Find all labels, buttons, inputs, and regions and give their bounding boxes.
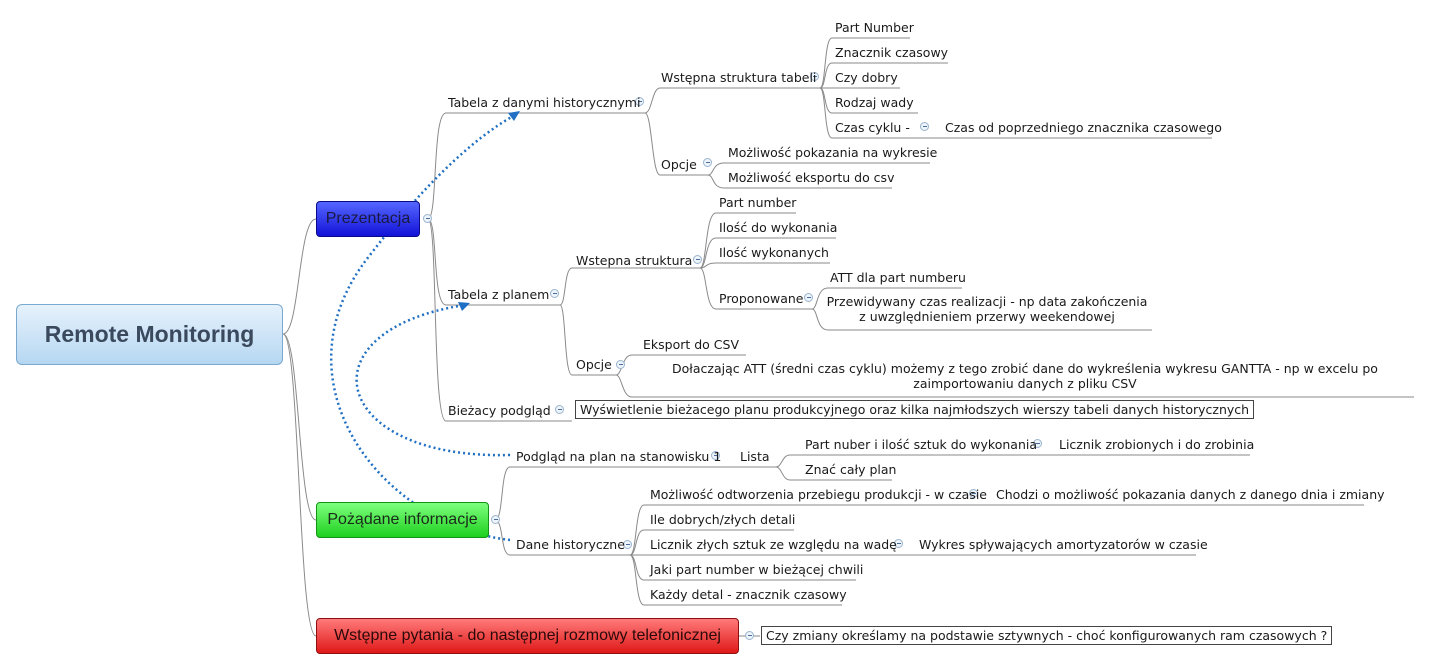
collapse-toggle-icon[interactable] [810, 72, 819, 81]
topic-item[interactable]: Rodzaj wady [835, 95, 914, 110]
branch-label: Wstępne pytania - do następnej rozmowy t… [334, 627, 721, 644]
topic-item[interactable]: Czy dobry [835, 70, 898, 85]
topic-item[interactable]: Ilość do wykonania [719, 220, 838, 235]
collapse-toggle-icon[interactable] [635, 97, 644, 106]
topic-item[interactable]: Ilość wykonanych [719, 245, 829, 260]
topic-item[interactable]: Możliwość eksportu do csv [728, 170, 895, 185]
branch-label: Prezentacja [325, 210, 411, 227]
branch-prezentacja[interactable]: Prezentacja [316, 201, 420, 237]
topic-item[interactable]: Dołaczając ATT (średni czas cyklu) możem… [672, 361, 1378, 391]
topic-item[interactable]: Każdy detal - znacznik czasowy [650, 587, 847, 602]
topic-dane-historyczne[interactable]: Dane historyczne [516, 537, 625, 552]
collapse-toggle-icon[interactable] [555, 405, 564, 414]
topic-item[interactable]: Eksport do CSV [643, 337, 740, 352]
collapse-toggle-icon[interactable] [703, 158, 712, 167]
collapse-toggle-icon[interactable] [491, 515, 500, 524]
collapse-toggle-icon[interactable] [745, 631, 754, 640]
topic-item[interactable]: Ile dobrych/złych detali [650, 512, 796, 527]
topic-item[interactable]: Czy zmiany określamy na podstawie sztywn… [761, 626, 1333, 645]
topic-item[interactable]: Znać cały plan [805, 462, 897, 477]
topic-item[interactable]: Part nuber i ilość sztuk do wykonania [805, 437, 1037, 452]
topic-tabela-historyczne[interactable]: Tabela z danymi historycznymi [448, 95, 641, 110]
topic-item[interactable]: Chodzi o możliwość pokazania danych z da… [996, 487, 1385, 502]
topic-item[interactable]: Part Number [835, 20, 914, 35]
collapse-toggle-icon[interactable] [693, 255, 702, 264]
topic-proponowane[interactable]: Proponowane [719, 291, 804, 306]
topic-wstepna-struktura[interactable]: Wstepna struktura [576, 253, 693, 268]
root-label: Remote Monitoring [44, 321, 255, 347]
topic-item[interactable]: Możliwość odtworzenia przebiegu produkcj… [650, 487, 987, 502]
topic-item[interactable]: Znacznik czasowy [835, 45, 949, 60]
topic-struktura-tabeli[interactable]: Wstępna struktura tabeli [661, 70, 817, 85]
topic-lista[interactable]: Lista [740, 449, 770, 464]
topic-item[interactable]: Licznik zrobionych i do zrobinia [1059, 437, 1255, 452]
collapse-toggle-icon[interactable] [711, 451, 720, 460]
topic-czas-cyklu[interactable]: Czas cyklu - [835, 120, 910, 135]
collapse-toggle-icon[interactable] [623, 540, 632, 549]
relation-arrow-historyczne [329, 113, 516, 542]
topic-podglad-plan[interactable]: Podgląd na plan na stanowisku 1 [516, 449, 722, 464]
topic-item[interactable]: Czas od poprzedniego znacznika czasowego [945, 120, 1222, 135]
topic-opcje[interactable]: Opcje [661, 157, 697, 172]
topic-item[interactable]: Jaki part number w bieżącej chwili [650, 562, 864, 577]
topic-item[interactable]: ATT dla part numberu [830, 270, 966, 285]
topic-item[interactable]: Przewidywany czas realizacji - np data z… [826, 294, 1148, 324]
collapse-toggle-icon[interactable] [1033, 439, 1042, 448]
branch-wstepne-pytania[interactable]: Wstępne pytania - do następnej rozmowy t… [316, 618, 739, 654]
topic-item[interactable]: Możliwość pokazania na wykresie [728, 145, 938, 160]
collapse-toggle-icon[interactable] [894, 539, 903, 548]
topic-tabela-plan[interactable]: Tabela z planem [448, 287, 550, 302]
topic-opcje[interactable]: Opcje [576, 357, 612, 372]
topic-item[interactable]: Wyświetlenie bieżacego planu produkcyjne… [575, 400, 1255, 419]
topic-item[interactable]: Part number [719, 195, 797, 210]
collapse-toggle-icon[interactable] [423, 214, 432, 223]
collapse-toggle-icon[interactable] [616, 360, 625, 369]
collapse-toggle-icon[interactable] [969, 489, 978, 498]
branch-pozadane-informacje[interactable]: Pożądane informacje [316, 502, 489, 538]
topic-item[interactable]: Licznik złych sztuk ze względu na wadę [650, 537, 897, 552]
relation-arrow-plan [355, 303, 511, 457]
topic-item[interactable]: Wykres spływających amortyzatorów w czas… [919, 537, 1208, 552]
root-node[interactable]: Remote Monitoring [16, 304, 283, 365]
branch-label: Pożądane informacje [327, 511, 478, 528]
collapse-toggle-icon[interactable] [804, 293, 813, 302]
topic-biezacy-podglad[interactable]: Bieżacy podgląd [448, 403, 551, 418]
collapse-toggle-icon[interactable] [920, 122, 929, 131]
collapse-toggle-icon[interactable] [550, 289, 559, 298]
